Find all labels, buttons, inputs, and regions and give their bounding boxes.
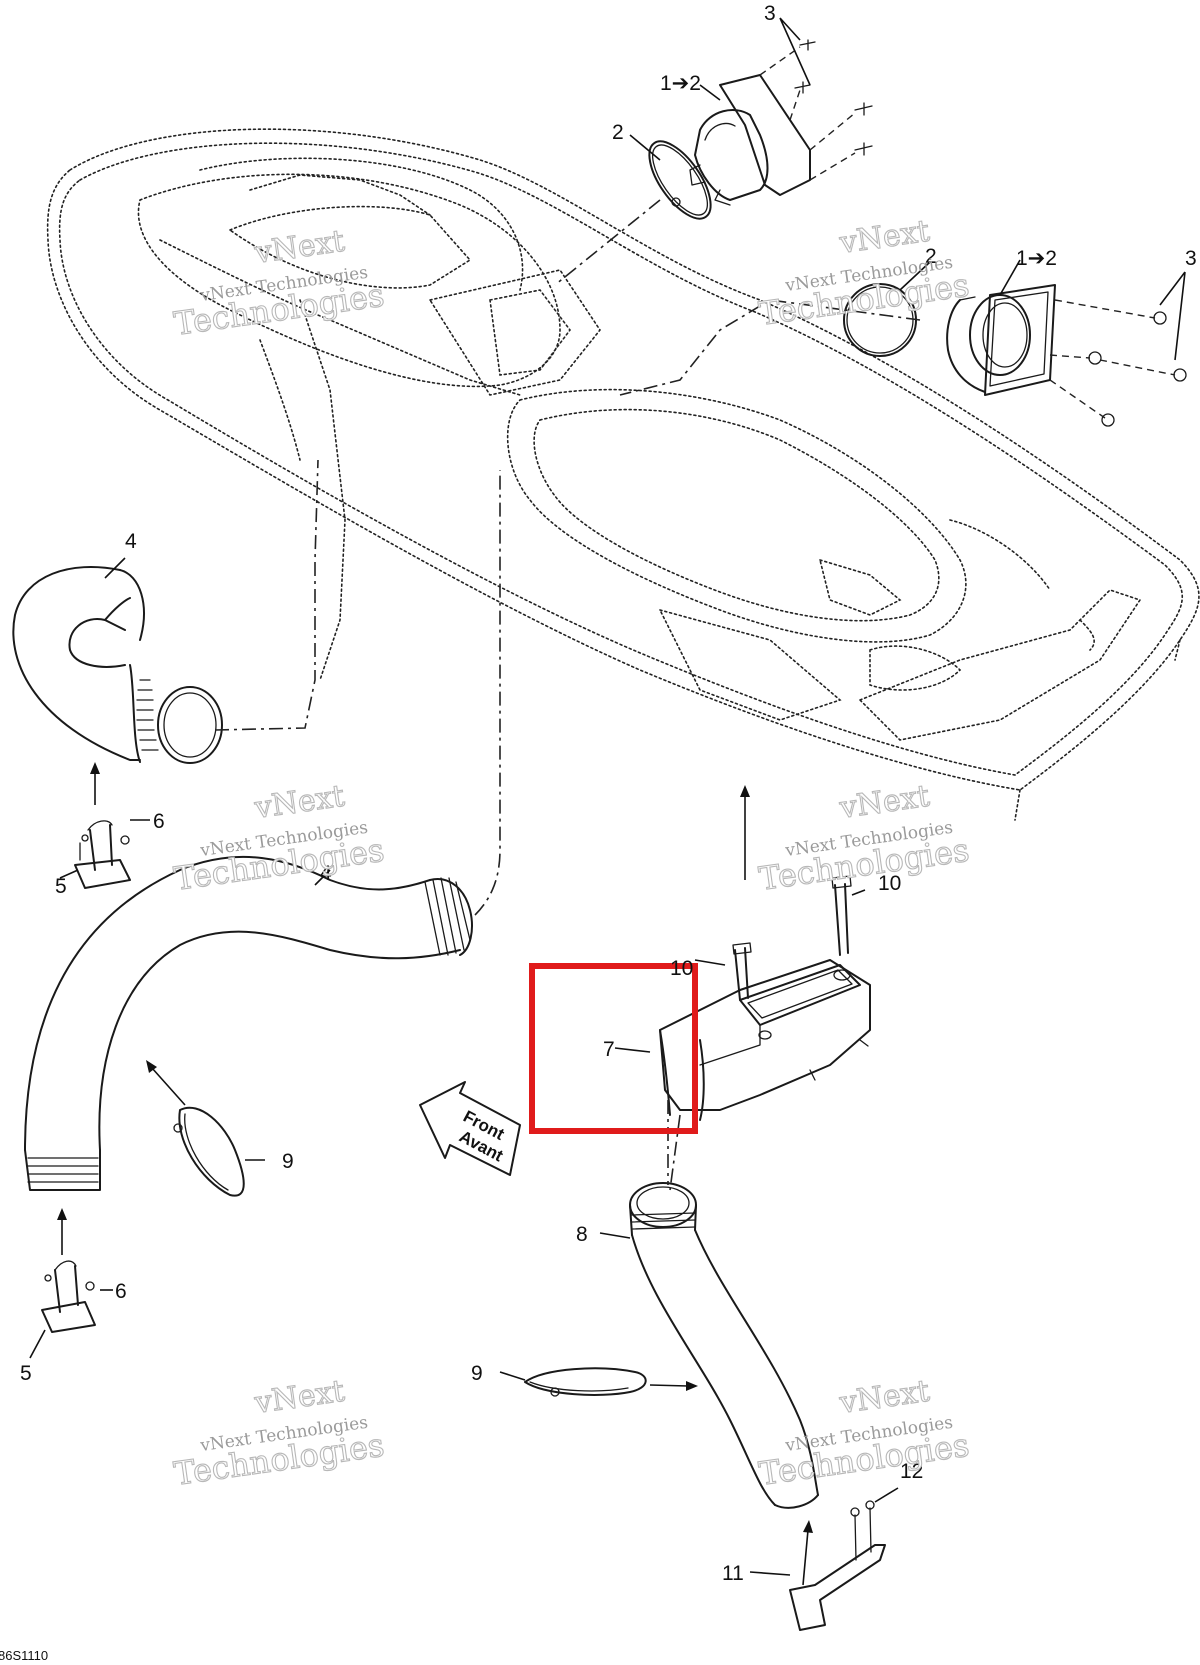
hose-ribbing-lower [631,1212,696,1230]
callout-7: 7 [603,1038,615,1061]
callout-10-lower: 10 [670,957,693,980]
intake-duct-assembly [659,959,871,1121]
callout-9-bottom: 9 [471,1362,483,1385]
callout-10-upper: 10 [878,872,901,895]
callout-2-top: 2 [612,121,624,144]
upper-adapter-screws [759,39,873,181]
lower-bracket-arrowhead [57,1208,67,1220]
hose-clamp-left [173,1106,245,1197]
watercraft-hull-outline [46,128,1200,821]
callout-leaders [29,17,1186,1576]
callout-9-left: 9 [282,1150,294,1173]
upper-left-hose [12,566,223,764]
upper-bracket-arrowhead [90,762,100,774]
hose-clamp-bottom [524,1367,647,1397]
duct-axis [669,1114,681,1191]
bottom-bracket-arrowhead [803,1520,813,1533]
callout-labels: 3 1➔2 2 3 1➔2 2 4 6 5 4 10 10 7 9 8 6 5 … [20,2,1197,1585]
lower-intake-hose [629,1182,819,1509]
clamp-bottom-arrow [649,1384,689,1387]
upper-hose-bracket [74,820,131,889]
callout-5-top: 5 [55,875,67,898]
callout-1-2-top: 1➔2 [660,72,701,95]
front-direction-indicator: Front Avant [419,1081,521,1176]
lower-hose-bracket [41,1260,96,1333]
right-adapter-assembly [843,283,1187,427]
figure-code: 86S1110 [0,1648,48,1663]
svg-text:vNext: vNext [252,779,347,826]
right-adapter-axis [619,299,921,396]
bottom-bracket [789,1500,886,1631]
duct-up-arrowhead [740,785,750,797]
callout-12: 12 [900,1460,923,1483]
clamp-left-arrow [151,1067,186,1106]
svg-text:vNext: vNext [837,779,932,826]
callout-1-2-right: 1➔2 [1016,247,1057,270]
callout-5-bottom: 5 [20,1362,32,1385]
watermark-top-right: vNext vNext Technologies Technologies [756,213,972,333]
long-curved-hose [24,855,473,1191]
callout-4-top: 4 [125,530,137,553]
upper-hose-axis [214,459,319,731]
hose-ribbing-mid [27,877,471,1183]
clamp-left-arrowhead [146,1060,157,1073]
callout-6-bottom: 6 [115,1280,127,1303]
watermark-bottom-left: vNext vNext Technologies Technologies [171,1373,387,1493]
upper-adapter-assembly [648,74,811,220]
hose-ribbing-upper [136,679,159,751]
long-hose-axis [474,470,501,916]
watermark-mid-right: vNext vNext Technologies Technologies [756,778,972,898]
callout-3-top: 3 [764,2,776,25]
svg-text:vNext: vNext [837,214,932,261]
callout-2-right: 2 [925,245,937,268]
upper-adapter-axis [554,199,661,286]
watermark-mid-left: vNext vNext Technologies Technologies [171,778,387,898]
callout-11: 11 [722,1562,744,1585]
clamp-bottom-arrowhead [686,1381,698,1391]
svg-text:vNext: vNext [837,1374,932,1421]
callout-6-top: 6 [153,810,165,833]
duct-bolts [732,875,852,1001]
svg-text:vNext: vNext [252,224,347,271]
callout-3-right: 3 [1185,247,1197,270]
bottom-bracket-arrow [802,1529,809,1586]
watermark-bottom-right: vNext vNext Technologies Technologies [756,1373,972,1493]
highlight-box [529,963,698,1134]
watermark-top-left: vNext vNext Technologies Technologies [171,223,387,343]
callout-8: 8 [576,1223,588,1246]
callout-4-mid: 4 [320,862,332,885]
svg-text:vNext: vNext [252,1374,347,1421]
